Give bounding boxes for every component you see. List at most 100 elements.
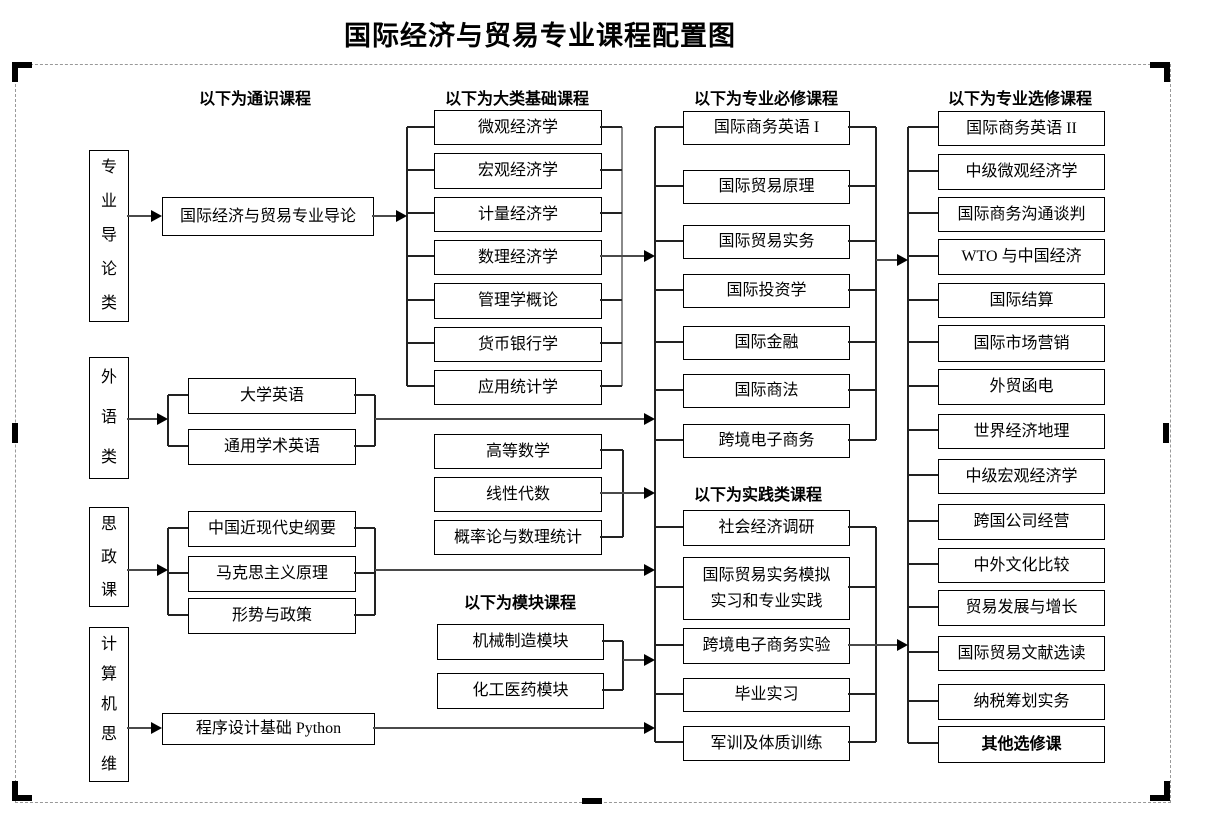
connector-tick [354, 445, 375, 447]
course-macroeconomics: 宏观经济学 [434, 153, 602, 189]
connector-tick [908, 563, 938, 565]
course-intermediate-microeconomics: 中级微观经济学 [938, 154, 1105, 190]
course-label: 外贸函电 [989, 378, 1054, 395]
flow-arrow-line [127, 727, 153, 729]
course-label: 纳税筹划实务 [973, 693, 1070, 710]
course-label: 化工医药模块 [472, 682, 569, 699]
course-label: 国际贸易原理 [718, 178, 815, 195]
connector-tick [908, 429, 938, 431]
connector-tick [908, 520, 938, 522]
flow-arrow-line [373, 727, 646, 729]
course-python-programming: 程序设计基础 Python [162, 713, 375, 745]
connector-tick [848, 185, 876, 187]
crop-mark-bottom-right-v [1164, 781, 1170, 801]
course-label: 国际金融 [734, 334, 799, 351]
category-label: 外语类 [100, 369, 117, 466]
bracket-line [374, 528, 376, 615]
course-major-introduction: 国际经济与贸易专业导论 [162, 197, 374, 236]
arrow-head-icon [157, 413, 168, 425]
crop-mark-top-right [1150, 62, 1170, 68]
course-label: 微观经济学 [477, 118, 558, 136]
course-intl-trade-literature-reading: 国际贸易文献选读 [938, 636, 1105, 671]
connector-tick [655, 185, 683, 187]
connector-tick [168, 527, 188, 529]
course-cross-border-ecommerce-lab: 跨境电子商务实验 [683, 628, 850, 664]
course-multinational-operation: 跨国公司经营 [938, 504, 1105, 540]
flow-arrow-line [375, 418, 646, 420]
flow-arrow-line [876, 259, 899, 261]
course-label: 国际贸易实务模拟 实习和专业实践 [702, 566, 831, 610]
flow-arrow-line [623, 659, 646, 661]
course-label: 高等数学 [485, 442, 550, 460]
course-intl-finance: 国际金融 [683, 326, 850, 360]
arrow-head-icon [644, 564, 655, 576]
connector-tick [407, 385, 434, 387]
connector-tick [655, 289, 683, 291]
arrow-head-icon [644, 722, 655, 734]
header-required-courses: 以下为专业必修课程 [693, 91, 838, 108]
bracket-line [654, 127, 656, 742]
course-intl-trade-practice: 国际贸易实务 [683, 225, 850, 259]
course-trade-simulation-internship: 国际贸易实务模拟 实习和专业实践 [683, 557, 850, 620]
connector-tick [168, 572, 188, 574]
connector-tick [908, 742, 938, 744]
course-business-communication-negotiation: 国际商务沟通谈判 [938, 197, 1105, 232]
connector-tick [908, 170, 938, 172]
flow-arrow-line [127, 569, 159, 571]
course-graduation-internship: 毕业实习 [683, 678, 850, 712]
course-label: 货币银行学 [477, 335, 558, 353]
course-wto-and-china-economy: WTO 与中国经济 [938, 239, 1105, 275]
crop-mark-top-right-v [1164, 62, 1170, 82]
course-label: 国际市场营销 [973, 334, 1070, 352]
course-mathematical-economics: 数理经济学 [434, 240, 602, 275]
course-world-economic-geography: 世界经济地理 [938, 414, 1105, 449]
course-label: WTO 与中国经济 [961, 248, 1082, 265]
course-label: 国际投资学 [726, 282, 807, 299]
course-management-introduction: 管理学概论 [434, 283, 602, 319]
course-label: 管理学概论 [477, 292, 558, 309]
connector-tick [908, 474, 938, 476]
crop-mark-top-left-v [12, 62, 18, 82]
course-label: 中国近现代史纲要 [207, 520, 336, 537]
flow-arrow-line [600, 492, 646, 494]
crop-mark-mid-right [1163, 423, 1169, 443]
bracket-line [622, 641, 624, 690]
connector-tick [600, 385, 622, 387]
connector-tick [600, 342, 622, 344]
course-probability-statistics: 概率论与数理统计 [434, 520, 602, 555]
arrow-head-icon [897, 254, 908, 266]
connector-tick [600, 536, 623, 538]
course-label: 机械制造模块 [472, 633, 569, 650]
header-elective-courses: 以下为专业选修课程 [947, 91, 1092, 108]
connector-tick [655, 693, 683, 695]
course-label: 通用学术英语 [223, 438, 320, 455]
connector-tick [600, 299, 622, 301]
flow-arrow-line [375, 569, 646, 571]
page-title: 国际经济与贸易专业课程配置图 [344, 21, 736, 51]
course-applied-statistics: 应用统计学 [434, 370, 602, 405]
connector-tick [848, 741, 876, 743]
connector-tick [600, 126, 622, 128]
flow-arrow-line [372, 215, 398, 217]
connector-tick [655, 240, 683, 242]
connector-tick [354, 572, 375, 574]
course-label: 中级微观经济学 [965, 163, 1078, 180]
arrow-head-icon [644, 487, 655, 499]
arrow-head-icon [644, 250, 655, 262]
connector-tick [908, 299, 938, 301]
connector-tick [848, 389, 876, 391]
course-intl-settlement: 国际结算 [938, 283, 1105, 318]
crop-mark-bottom-left-v [12, 781, 18, 801]
course-mechanical-manufacturing-module: 机械制造模块 [437, 624, 604, 660]
course-label: 社会经济调研 [718, 519, 815, 536]
connector-tick [655, 389, 683, 391]
connector-tick [407, 299, 434, 301]
course-label: 世界经济地理 [973, 422, 1070, 440]
connector-tick [848, 126, 876, 128]
connector-tick [908, 385, 938, 387]
course-label: 跨境电子商务 [718, 432, 815, 449]
course-label: 大学英语 [239, 387, 304, 404]
connector-tick [655, 341, 683, 343]
crop-mark-top-left [12, 62, 32, 68]
course-intl-investment: 国际投资学 [683, 274, 850, 308]
